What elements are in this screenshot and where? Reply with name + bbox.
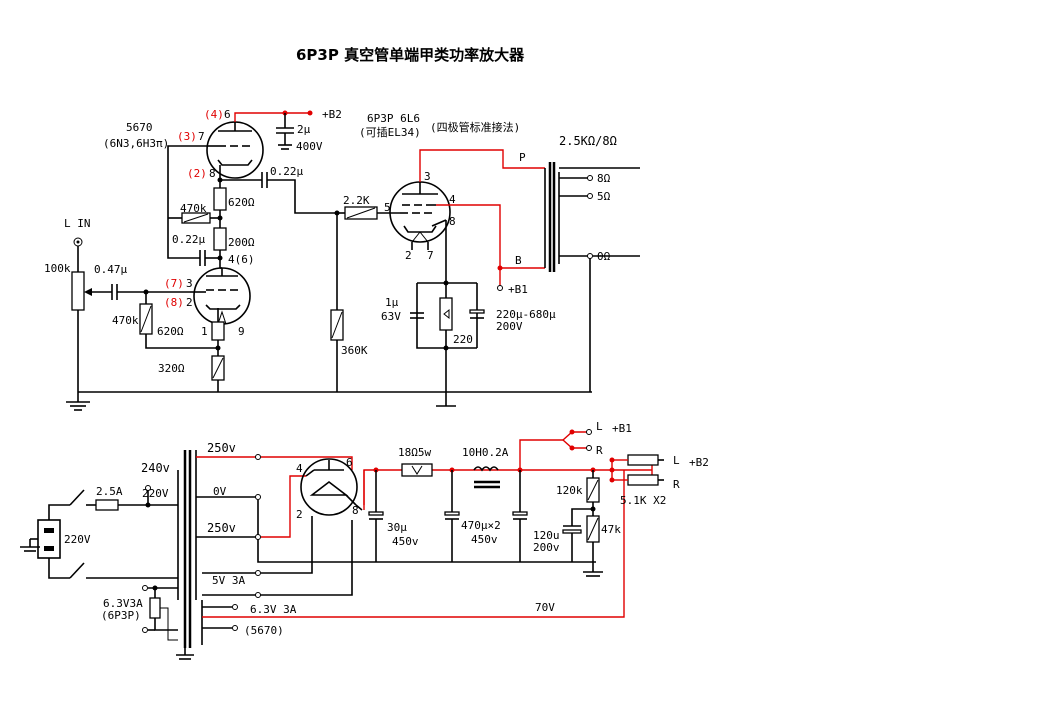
b1-label: +B1 [508,283,528,296]
filament-5670-label: (5670) [244,624,284,637]
filament-63-6p3p-label: (6P3P) [101,609,141,622]
cap-400v: 400V [296,140,323,153]
cap-470u-voltage: 450v [471,533,498,546]
r-360k: 360K [341,344,368,357]
cap-470u: 470μ×2 [461,519,501,532]
cap-022-top: 0.22μ [270,165,303,178]
cap-30u: 30μ [387,521,407,534]
r-18-5w: 18Ω5w [398,446,431,459]
pin-8: 8 [209,167,216,180]
transformer-ratio: 2.5KΩ/8Ω [559,134,617,148]
ac-socket [20,519,61,559]
output-pin-4: 4 [449,193,456,206]
pin-2-b: 2 [186,296,193,309]
r-200: 200Ω [228,236,255,249]
tube-5670-alt: (6N3,6H3π) [103,137,169,150]
r-470k-feedback: 470k [180,202,207,215]
cap-2u: 2μ [297,123,311,136]
cap-120u-voltage: 200v [533,541,560,554]
cap-63v: 63V [381,310,401,323]
b2-left: L [673,454,680,467]
pin-2-red: (2) [187,167,207,180]
r-320: 320Ω [158,362,185,375]
b2-label: +B2 [322,108,342,121]
primary-240v: 240v [141,461,170,475]
r-470k-grid: 470k [112,314,139,327]
bias-70v: 70V [535,601,555,614]
output-5-ohm: 5Ω [597,190,611,203]
pin-8-red: (8) [164,296,184,309]
hv-250-top: 250v [207,441,236,455]
output-tube-connection: (四极管标准接法) [430,120,520,134]
cap-120u: 120u [533,529,560,542]
r-51k-x2: 5.1K X2 [620,494,666,507]
rect-pin-2: 2 [296,508,303,521]
r-22k: 2.2K [343,194,370,207]
output-tube-alt: (可插EL34) [359,125,421,139]
r-120k: 120k [556,484,583,497]
r-620-top: 620Ω [228,196,255,209]
output-pin-2: 2 [405,249,412,262]
fuse-rating: 2.5A [96,485,123,498]
choke-rating: 10H0.2A [462,446,509,459]
tube-6p3p [389,181,451,250]
pin-4-red: (4) [204,108,224,121]
tube-5670-label: 5670 [126,121,153,134]
primary-220v: 220V [142,487,169,500]
tube-5670-bottom [193,267,251,325]
socket-220v: 220V [64,533,91,546]
pin-6: 6 [224,108,231,121]
b2-right: R [673,478,680,491]
choke [473,466,500,489]
pin-7-red: (7) [164,277,184,290]
filament-5v: 5V 3A [212,574,245,587]
cap-30u-voltage: 450v [392,535,419,548]
b1-left: L [596,420,603,433]
r-220: 220 [453,333,473,346]
pin-9: 9 [238,325,245,338]
output-pin-5: 5 [384,201,391,214]
filament-63-6p3p: 6.3V3A [103,597,143,610]
cap-047: 0.47μ [94,263,127,276]
cap-200v: 200V [496,320,523,333]
pin-1: 1 [201,325,208,338]
pin-3-red: (3) [177,130,197,143]
rect-pin-8: 8 [352,504,359,517]
output-tube-name: 6P3P 6L6 [367,112,420,125]
rect-pin-4: 4 [296,462,303,475]
b2-supply: +B2 [689,456,709,469]
output-transformer [544,162,560,272]
cap-220-680: 220μ-680μ [496,308,556,321]
hv-250-bottom: 250v [207,521,236,535]
pin-4-6: 4(6) [228,253,255,266]
secondary-0v: 0V [213,485,227,498]
cap-022-left: 0.22μ [172,233,205,246]
cap-1u: 1μ [385,296,399,309]
output-0-ohm: 0Ω [597,250,611,263]
pot-100k: 100k [44,262,71,275]
rectifier-tube [300,458,358,516]
l-in-label: L IN [64,217,91,230]
power-transformer [177,450,203,648]
primary-p: P [519,151,526,164]
primary-b: B [515,254,522,267]
output-8-ohm: 8Ω [597,172,611,185]
b1-right: R [596,444,603,457]
output-pin-3: 3 [424,170,431,183]
diagram-title: 6P3P 真空管单端甲类功率放大器 [296,46,525,64]
rect-pin-6: 6 [346,456,353,469]
r-47k: 47k [601,523,621,536]
output-pin-8: 8 [449,215,456,228]
b1-supply: +B1 [612,422,632,435]
r-620-bottom: 620Ω [157,325,184,338]
filament-63-5670: 6.3V 3A [250,603,297,616]
pin-3-b: 3 [186,277,193,290]
output-pin-7: 7 [427,249,434,262]
pin-7: 7 [198,130,205,143]
